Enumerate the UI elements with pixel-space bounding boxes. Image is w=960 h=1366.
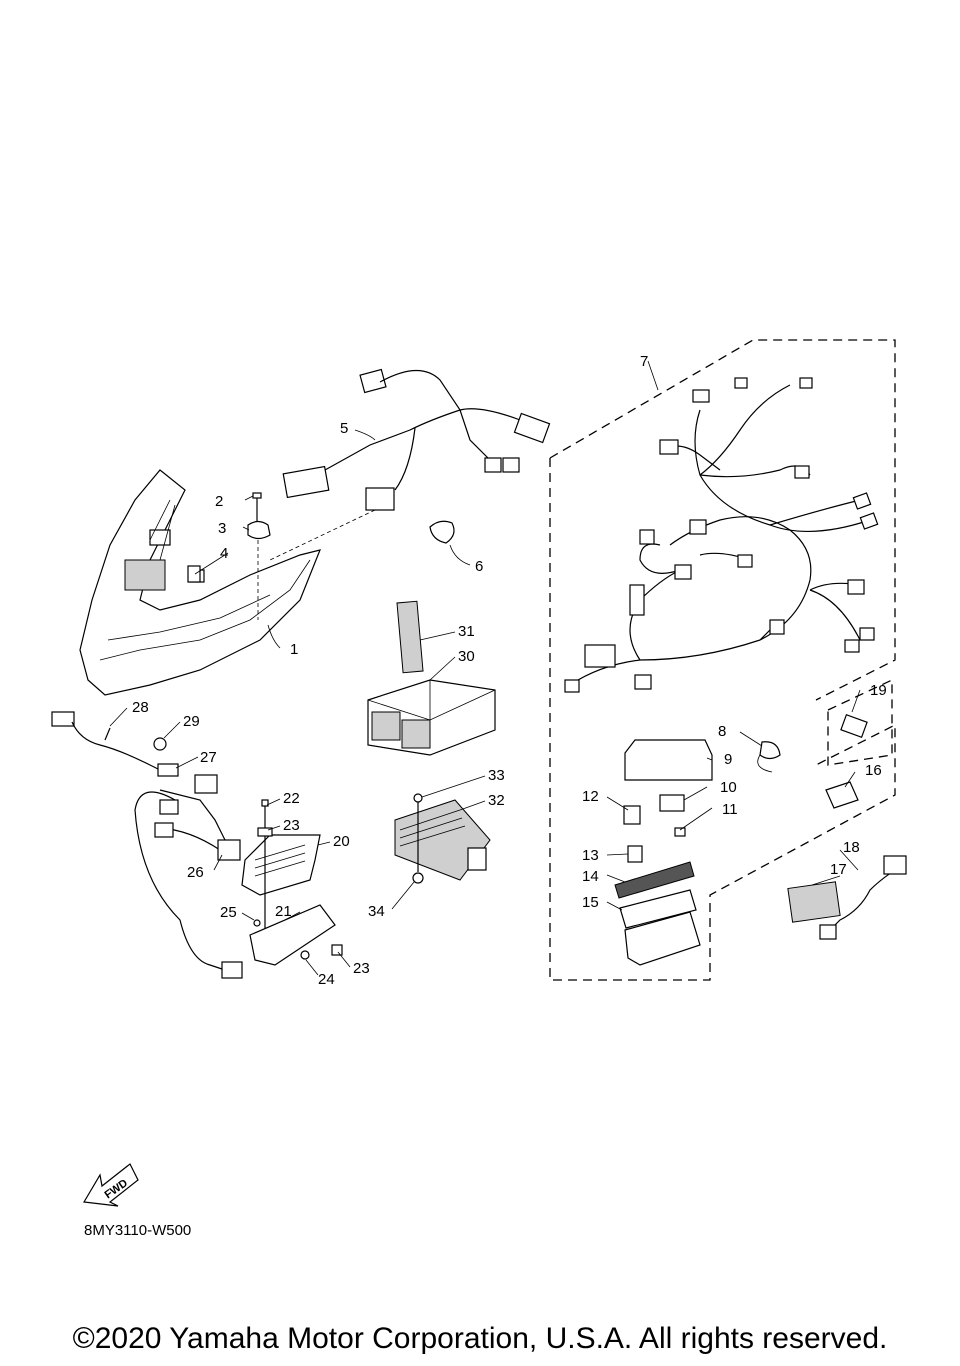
callout-21: 21 [275,903,292,920]
main-wire-harness-7 [564,377,879,693]
callout-23b: 23 [353,960,370,977]
label-18 [787,881,841,923]
callout-29: 29 [183,713,200,730]
relay-12 [623,805,641,825]
callout-19: 19 [870,682,887,699]
callout-31: 31 [458,623,475,640]
ecu-30 [367,679,496,756]
callout-13: 13 [582,847,599,864]
callout-22: 22 [283,790,300,807]
callout-6: 6 [475,558,483,575]
diagram-code: 8MY3110-W500 [84,1222,192,1239]
connector-27 [157,763,179,777]
connector-19 [840,713,868,739]
callout-34: 34 [368,903,385,920]
band-6 [429,520,455,544]
wire-harness-26 [134,774,243,979]
callout-3: 3 [218,520,226,537]
callout-numbers: 1 2 3 4 5 6 7 8 9 10 11 12 13 14 15 16 1… [132,353,887,988]
grommet-29 [153,737,167,751]
label-14 [614,861,695,899]
bolt-2 [252,492,262,522]
ecu-strap-31 [396,600,424,674]
lead-28 [51,711,161,771]
callout-7: 7 [640,353,648,370]
callout-25: 25 [220,904,237,921]
nut-23b [331,944,343,956]
relay-13 [627,845,643,863]
callout-24: 24 [318,971,335,988]
callout-16: 16 [865,762,882,779]
callout-14: 14 [582,868,599,885]
copyright-notice: ©2020 Yamaha Motor Corporation, U.S.A. A… [72,1322,888,1355]
nut-23 [257,827,273,837]
callout-2: 2 [215,493,223,510]
callout-12: 12 [582,788,599,805]
callout-15: 15 [582,894,599,911]
nut-24 [300,950,310,960]
callout-27: 27 [200,749,217,766]
clamp-3 [247,520,271,540]
callout-17: 17 [830,861,847,878]
callout-1: 1 [290,641,298,658]
callout-11: 11 [722,801,738,818]
diode-11 [674,827,686,837]
callout-20: 20 [333,833,350,850]
callout-33: 33 [488,767,505,784]
bracket-21 [249,904,336,966]
callout-10: 10 [720,779,737,796]
nut-34 [412,872,424,884]
callout-26: 26 [187,864,204,881]
cover-8 [759,741,781,760]
leader-lines [109,360,861,976]
connector-16 [825,781,859,809]
callout-9: 9 [724,751,732,768]
lead-wire-17 [819,855,907,940]
callout-8: 8 [718,723,726,740]
clip-4 [187,565,201,583]
callout-32: 32 [488,792,505,809]
rectifier-regulator-32 [394,799,491,881]
sub-wire-harness-5 [269,368,551,561]
fuse-15 [619,889,697,929]
screw-25 [253,919,261,927]
dashed-box-19 [827,678,893,766]
callout-28: 28 [132,699,149,716]
callout-23a: 23 [283,817,300,834]
forward-arrow-icon: FWD [83,1163,139,1207]
relay-10 [659,794,685,812]
callout-18: 18 [843,839,860,856]
callout-30: 30 [458,648,475,665]
fuse-box-cover-9 [624,739,713,781]
harness-group-outline [549,339,896,701]
unit-20 [241,834,321,896]
callout-4: 4 [220,545,228,562]
callout-5: 5 [340,420,348,437]
